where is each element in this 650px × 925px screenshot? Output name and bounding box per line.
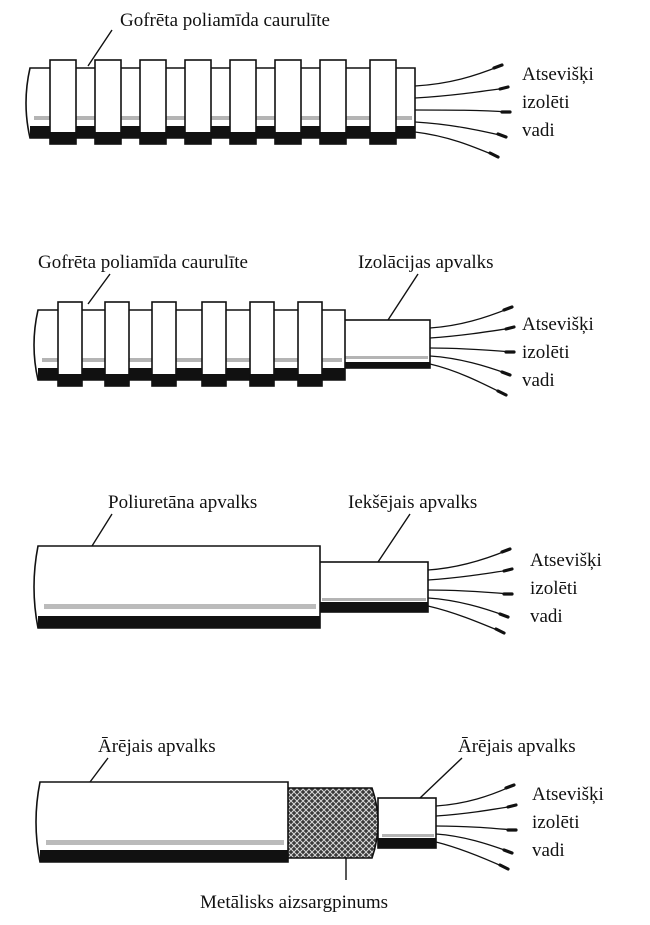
label-conduit: Gofrēta poliamīda caurulīte (38, 252, 248, 273)
leader-outer-sheath (91, 513, 113, 547)
leader-outer-sheath (89, 757, 109, 783)
inner-sheath (329, 319, 431, 369)
leader-inner-sheath (377, 513, 411, 563)
wires (429, 305, 516, 397)
leader-sheath (387, 273, 419, 321)
label-wires-line-1: Atsevišķi (532, 784, 604, 805)
label-wires-line-2: izolēti (532, 812, 579, 833)
label-wires-line-2: izolēti (522, 342, 569, 363)
label-wires-line-3: vadi (530, 606, 563, 627)
conduit-body (25, 67, 416, 139)
outer-sheath (35, 781, 289, 863)
wires (414, 63, 512, 159)
outer-sheath (33, 545, 321, 629)
label-wires-line-1: Atsevišķi (530, 550, 602, 571)
leader-conduit (87, 273, 111, 305)
label-wires-line-2: izolēti (530, 578, 577, 599)
label-wires-line-3: vadi (532, 840, 565, 861)
label-wires-line-1: Atsevišķi (522, 314, 594, 335)
figure-3-polyurethane-cable: Poliuretāna apvalks Iekšējais apvalks A (33, 492, 602, 635)
inner-sheath (377, 797, 437, 849)
conduit-ribs (57, 301, 323, 387)
figure-4-shielded-cable: Ārējais apvalks Ārējais apvalks (35, 736, 604, 913)
wires (435, 783, 518, 871)
label-wires-line-3: vadi (522, 120, 555, 141)
leader-inner-sheath (419, 757, 463, 799)
label-outer-sheath: Poliuretāna apvalks (108, 492, 257, 513)
label-wires-line-3: vadi (522, 370, 555, 391)
label-sheath: Izolācijas apvalks (358, 252, 494, 273)
label-conduit: Gofrēta poliamīda caurulīte (120, 10, 330, 31)
leader-conduit (87, 29, 113, 67)
figure-1-corrugated-conduit-cable: Gofrēta poliamīda caurulīte (25, 10, 594, 159)
label-metal-shield: Metālisks aizsargpinums (200, 892, 388, 913)
label-wires-line-2: izolēti (522, 92, 569, 113)
conduit-ribs (49, 59, 397, 145)
label-inner-sheath: Iekšējais apvalks (348, 492, 477, 513)
wires (427, 547, 514, 635)
label-wires-line-1: Atsevišķi (522, 64, 594, 85)
label-outer-sheath: Ārējais apvalks (98, 736, 216, 757)
inner-sheath (317, 561, 429, 613)
figure-2-conduit-with-sheath-cable: Gofrēta poliamīda caurulīte Izolācijas a… (33, 252, 594, 397)
label-inner-sheath: Ārējais apvalks (458, 736, 576, 757)
metal-braid-shield (281, 787, 379, 859)
